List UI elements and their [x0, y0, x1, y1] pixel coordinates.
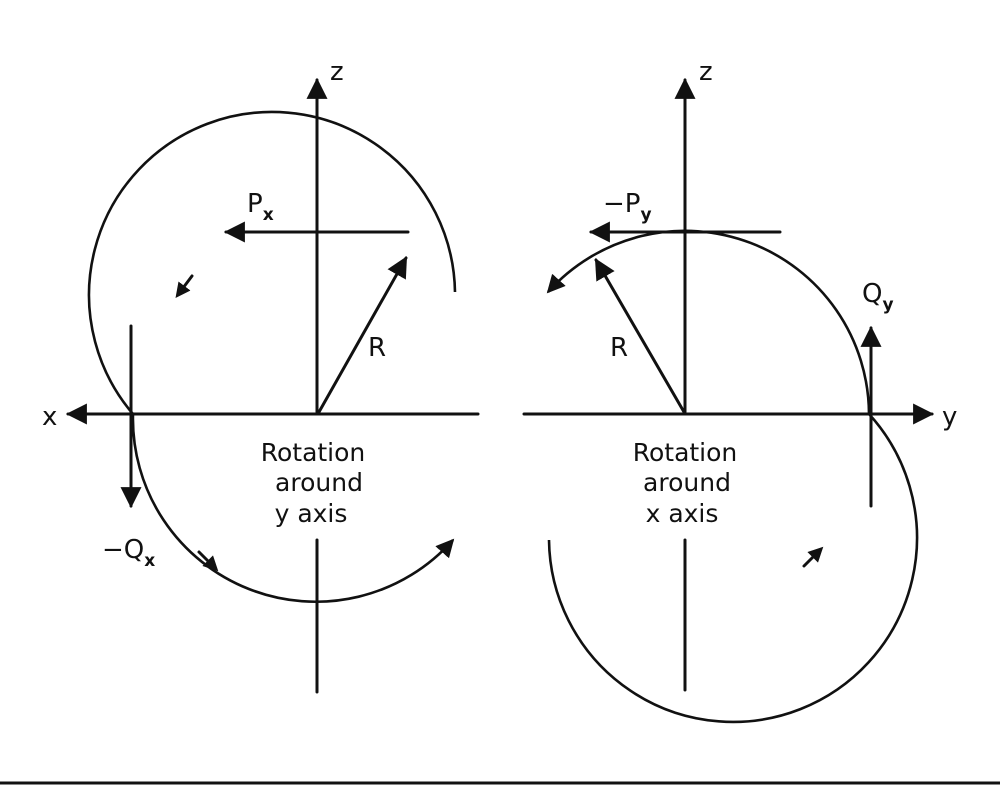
right-caption-line-3: x axis	[646, 499, 719, 528]
left-x-axis-label: x	[42, 402, 57, 432]
left-caption-line-3: y axis	[275, 499, 348, 528]
left-force-p-base: P	[247, 189, 263, 219]
right-radius-label: R	[610, 333, 628, 363]
left-force-q-label: −Qx	[102, 535, 155, 571]
left-lower-arc	[131, 413, 455, 604]
right-z-axis-label: z	[699, 57, 713, 87]
left-force-q-base: −Q	[102, 535, 144, 565]
left-force-q-sub: x	[144, 551, 155, 571]
right-lower-direction-arrow	[802, 546, 824, 568]
right-force-q-sub: y	[882, 295, 893, 315]
left-upper-direction-arrow	[175, 274, 194, 298]
right-caption-line-2: around	[643, 468, 731, 497]
left-z-axis-label: z	[330, 57, 344, 87]
left-caption-line-2: around	[275, 468, 363, 497]
right-force-p-label: −Py	[603, 189, 652, 225]
right-y-axis-label: y	[942, 402, 957, 432]
right-lower-arc	[547, 413, 919, 724]
right-force-p-base: −P	[603, 189, 640, 219]
left-lower-direction-arrow	[197, 550, 219, 572]
right-force-p-sub: y	[640, 205, 651, 225]
left-panel: z x Px −Qx R Rotation around y axis	[42, 57, 480, 694]
left-force-p-label: Px	[247, 189, 274, 225]
left-force-p-sub: x	[263, 205, 274, 225]
right-force-q-base: Q	[862, 279, 882, 309]
left-radius-arrow	[317, 256, 408, 414]
right-panel: z y −Py Qy R Rotation around x axis	[522, 57, 957, 724]
left-radius-label: R	[368, 333, 386, 363]
right-upper-arc	[546, 229, 871, 415]
right-force-q-label: Qy	[862, 279, 894, 315]
right-caption-line-1: Rotation	[633, 438, 738, 467]
right-radius-arrow	[594, 258, 686, 414]
left-caption-line-1: Rotation	[261, 438, 366, 467]
left-upper-arc	[87, 110, 457, 415]
